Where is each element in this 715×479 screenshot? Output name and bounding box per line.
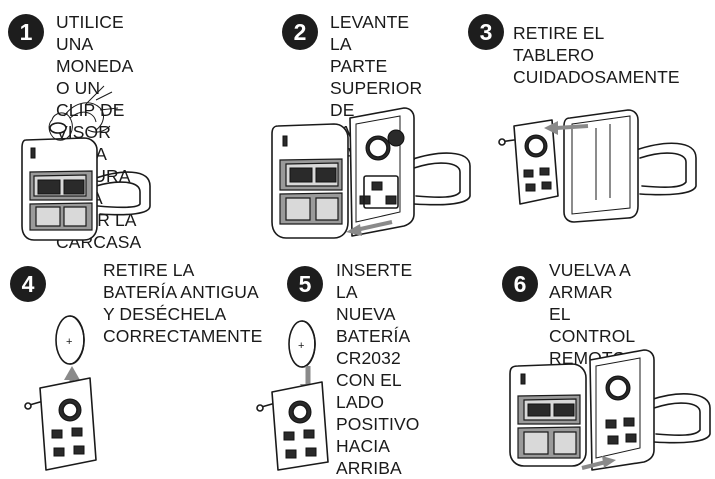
battery-positive-mark: + xyxy=(298,340,304,352)
step-instruction: RETIRE LA BATERÍA ANTIGUA Y DESÉCHELA CO… xyxy=(103,260,263,346)
step-number-badge: 2 xyxy=(282,14,318,50)
step-instruction: RETIRE EL TABLERO CUIDADOSAMENTE xyxy=(513,23,680,87)
step-number-badge: 5 xyxy=(287,266,323,302)
step-number-badge: 3 xyxy=(468,14,504,50)
battery-positive-mark: + xyxy=(66,336,72,348)
step-number-badge: 4 xyxy=(10,266,46,302)
step-number-badge: 1 xyxy=(8,14,44,50)
step-instruction: INSERTE LA NUEVA BATERÍA CR2032 CON EL L… xyxy=(336,260,420,478)
step-number-badge: 6 xyxy=(502,266,538,302)
